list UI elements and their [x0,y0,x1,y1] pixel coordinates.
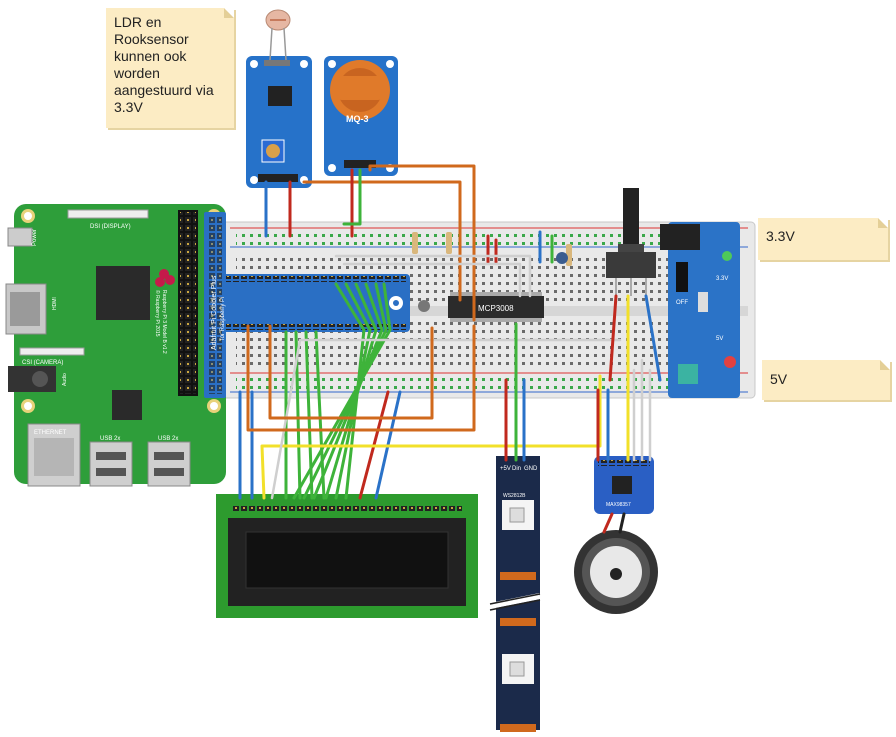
raspberry-pi-board: DSI (DISPLAY) Power Raspberry Pi 3 Model… [5,204,226,487]
audio-label: Audio [62,373,68,386]
ethernet-label: ETHERNET [34,430,67,436]
raspberry-logo-icon [155,269,175,287]
hdmi-label: HDMI [52,297,58,310]
adafruit-flower-icon [389,296,403,310]
dsi-label: DSI (DISPLAY) [90,224,131,230]
strip-chip-label: WS2812B [503,493,526,499]
power-5-label: 5V [716,336,723,342]
strip-pad-gnd: GND [524,466,538,472]
wires [238,164,662,534]
power-supply-module: OFF 3.3V 5V [660,222,740,398]
cobbler-title-2: for Raspberry Pi [220,297,226,340]
resistors [412,232,572,266]
csi-label: CSI (CAMERA) [22,360,63,366]
ldr-icon [265,9,291,61]
capacitor [418,300,430,312]
usb-label-1: USB 2x [100,436,120,442]
mq3-sensor-module: MQ-3 [324,56,398,176]
amplifier-module: MAX98357 [594,456,654,514]
transistor [556,252,568,264]
note-3v3: 3.3V [758,218,888,260]
note-ldr-smoke-3v3: LDR en Rooksensor kunnen ook worden aang… [106,8,234,128]
switch-off-label: OFF [676,300,688,306]
ldr-sensor-module [246,9,312,188]
speaker-icon [574,530,658,614]
power-33-label: 3.3V [716,276,728,282]
mcp3008-chip: MCP3008 [448,292,544,322]
mq3-label: MQ-3 [346,114,369,124]
strip-pad-5v: +5V [500,466,511,472]
strip-pad-din: Din [512,466,521,472]
amp-label: MAX98357 [606,502,631,508]
cobbler-title-1: Adafruit Pi Cobbler Plus [211,275,218,350]
brand-line-2: © Raspberry Pi 2015 [154,290,161,337]
power-label: Power [32,229,38,246]
lcd-display [216,494,478,618]
potentiometer [606,188,656,296]
brand-line-1: Raspberry Pi 3 Model B v1.2 [161,290,167,354]
mcp3008-label: MCP3008 [478,304,514,313]
note-5v: 5V [762,360,890,400]
led-strip: +5V Din GND WS2812B [489,456,541,732]
usb-label-2: USB 2x [158,436,178,442]
